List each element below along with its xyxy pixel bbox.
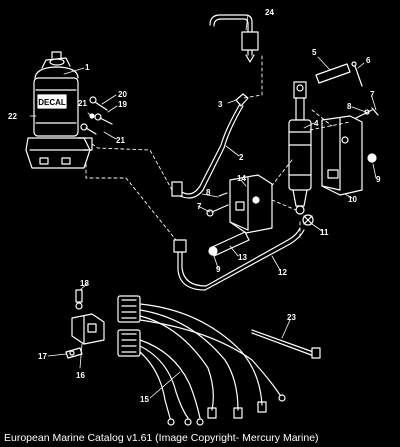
hose-2	[171, 93, 249, 199]
callout-14: 14	[237, 174, 246, 183]
terminal-18	[75, 289, 83, 310]
nut-11	[302, 214, 314, 226]
callout-3: 3	[218, 100, 223, 109]
decal-plate: DECAL	[37, 94, 67, 109]
pin-5-cotter-6	[315, 61, 363, 87]
callout-7-left: 7	[197, 202, 202, 211]
terminal-17	[65, 347, 83, 359]
callout-16: 16	[76, 371, 85, 380]
callout-4: 4	[314, 119, 319, 128]
callout-11: 11	[320, 228, 329, 237]
callout-23: 23	[287, 313, 296, 322]
bracket-10	[321, 115, 377, 196]
callout-13: 13	[238, 253, 247, 262]
tube-24	[209, 14, 259, 63]
callout-22: 22	[8, 112, 17, 121]
hose-12	[173, 227, 305, 291]
callout-20: 20	[118, 90, 127, 99]
callout-10: 10	[348, 195, 357, 204]
bolt-7-washer-8-left	[206, 192, 229, 217]
screws-19-20-21	[80, 96, 113, 135]
callout-leaders	[29, 14, 377, 399]
callout-5: 5	[312, 48, 317, 57]
callout-7-right: 7	[370, 90, 375, 99]
callout-numbers: 1 2 3 4 5 6 7 7 8 8 9 9 10 11 12 13 14 1…	[8, 8, 381, 404]
pump-motor-assembly: DECAL	[25, 51, 93, 169]
callout-8-left: 8	[206, 188, 211, 197]
wiring-harness-15	[117, 295, 286, 426]
callout-6: 6	[366, 56, 371, 65]
image-caption: European Marine Catalog v1.61 (Image Cop…	[0, 430, 400, 447]
dashed-leaders	[85, 55, 351, 241]
callout-9-left: 9	[216, 265, 221, 274]
callout-21-lower: 21	[116, 136, 125, 145]
decal-label: DECAL	[38, 98, 66, 107]
trim-cylinder-4	[288, 81, 312, 215]
callout-9-right: 9	[376, 175, 381, 184]
callout-8-right: 8	[347, 102, 352, 111]
callout-17: 17	[38, 352, 47, 361]
bracket-14	[229, 174, 273, 234]
callout-1: 1	[85, 63, 90, 72]
relay-16	[71, 313, 105, 345]
callout-15: 15	[140, 395, 149, 404]
callout-19: 19	[118, 100, 127, 109]
callout-12: 12	[278, 268, 287, 277]
exploded-parts-diagram: DECAL	[8, 8, 381, 426]
callout-24: 24	[265, 8, 274, 17]
cable-tie-23	[251, 329, 321, 359]
callout-2: 2	[239, 153, 244, 162]
callout-18: 18	[80, 279, 89, 288]
pin-13	[208, 231, 250, 257]
callout-21-upper: 21	[78, 99, 87, 108]
